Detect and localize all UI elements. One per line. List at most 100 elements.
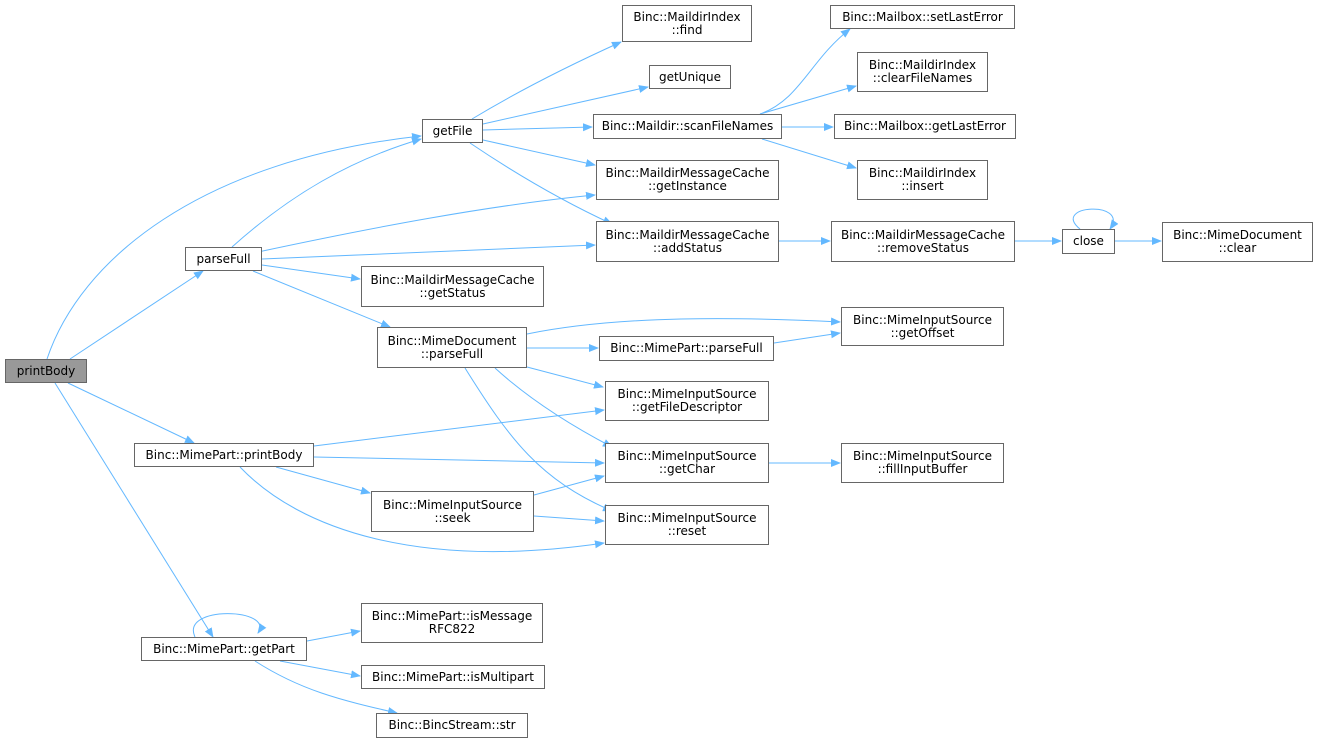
edge-mimePartPrintBody-getChar xyxy=(313,456,605,467)
node-label: Binc::Maildir::scanFileNames xyxy=(601,119,774,133)
node-getFile[interactable]: getFile xyxy=(422,119,483,143)
node-label: Binc::MimeDocument xyxy=(387,333,517,348)
node-label: Binc::MimeInputSource xyxy=(617,449,757,463)
edge-printBody-mimePartGetPart xyxy=(54,382,214,638)
node-label: ::fillInputBuffer xyxy=(877,462,968,476)
node-printBody[interactable]: printBody xyxy=(5,359,87,383)
node-cache-addstatus[interactable]: Binc::MaildirMessageCache ::addStatus xyxy=(596,221,779,262)
edge-close-close xyxy=(1072,208,1119,230)
edge-scanFileNames-insert xyxy=(761,138,857,170)
node-mimedocument-clear[interactable]: Binc::MimeDocument ::clear xyxy=(1162,222,1313,262)
node-mailbox-setlasterror[interactable]: Binc::Mailbox::setLastError xyxy=(830,5,1015,29)
node-label: getUnique xyxy=(658,69,722,84)
node-close[interactable]: close xyxy=(1062,229,1115,254)
node-label: Binc::MaildirIndex xyxy=(868,166,977,180)
node-mailbox-getlasterror[interactable]: Binc::Mailbox::getLastError xyxy=(834,114,1016,139)
node-label: Binc::Mailbox::setLastError xyxy=(842,9,1003,24)
node-label: Binc::MimePart::isMultipart xyxy=(372,669,534,684)
node-label: ::clearFileNames xyxy=(872,71,973,85)
edge-parseFull-cacheGetStatus xyxy=(261,264,361,282)
node-ismessage-rfc822[interactable]: Binc::MimePart::isMessage RFC822 xyxy=(361,603,543,643)
node-maildirindex-clearfilenames[interactable]: Binc::MaildirIndex ::clearFileNames xyxy=(857,52,988,92)
node-mimepart-getpart[interactable]: Binc::MimePart::getPart xyxy=(141,637,307,661)
edge-mimePartParseFull-getOffset xyxy=(773,330,841,344)
node-label: ::parseFull xyxy=(420,346,484,361)
edge-mimePartPrintBody-getFileDescriptor xyxy=(313,407,605,447)
edge-mimePartPrintBody-seek xyxy=(275,466,371,495)
node-label: Binc::MaildirMessageCache xyxy=(605,227,770,242)
edge-scanFileNames-setLastError xyxy=(759,28,851,115)
node-cache-removestatus[interactable]: Binc::MaildirMessageCache ::removeStatus xyxy=(831,221,1015,262)
node-ismultipart[interactable]: Binc::MimePart::isMultipart xyxy=(361,665,545,689)
node-label: ::seek xyxy=(434,510,471,525)
edge-getFile-getUnique xyxy=(482,85,649,125)
edge-getFile-indexFind xyxy=(471,41,622,120)
edge-mimeDocParseFull-getOffset xyxy=(526,317,841,335)
node-label: ::removeStatus xyxy=(877,240,969,255)
node-label: Binc::MaildirMessageCache xyxy=(370,272,535,287)
node-label: Binc::MimeInputSource xyxy=(383,497,522,512)
node-mimedocument-parsefull[interactable]: Binc::MimeDocument ::parseFull xyxy=(377,327,527,368)
node-scanfilenames[interactable]: Binc::Maildir::scanFileNames xyxy=(593,114,782,139)
node-label: ::addStatus xyxy=(653,240,722,255)
node-maildirindex-find[interactable]: Binc::MaildirIndex ::find xyxy=(622,5,752,42)
node-input-reset[interactable]: Binc::MimeInputSource ::reset xyxy=(605,505,769,545)
edge-parseFull-cacheGetInstance xyxy=(257,191,596,253)
edge-printBody-getFile xyxy=(46,132,422,360)
edge-parseFull-mimeDocParseFull xyxy=(252,270,391,328)
node-input-fillinputbuffer[interactable]: Binc::MimeInputSource ::fillInputBuffer xyxy=(841,443,1004,483)
node-label: getFile xyxy=(432,123,473,138)
node-label: Binc::MimeInputSource xyxy=(617,511,757,525)
node-input-getchar[interactable]: Binc::MimeInputSource ::getChar xyxy=(605,443,769,483)
node-input-seek[interactable]: Binc::MimeInputSource ::seek xyxy=(371,491,534,532)
node-label: ::reset xyxy=(667,524,707,538)
node-label: ::getStatus xyxy=(419,285,486,300)
node-label: ::getInstance xyxy=(648,179,727,193)
node-bincstream-str[interactable]: Binc::BincStream::str xyxy=(376,713,528,738)
node-label: ::find xyxy=(671,22,703,37)
node-label: ::getOffset xyxy=(890,325,955,340)
node-label: ::insert xyxy=(901,179,944,193)
edge-getPart-isMessageRFC822 xyxy=(306,628,361,642)
edge-getPart-getPart xyxy=(192,613,267,638)
node-cache-getstatus[interactable]: Binc::MaildirMessageCache ::getStatus xyxy=(361,266,544,307)
edge-printBody-parseFull xyxy=(69,270,204,360)
node-mimepart-printbody[interactable]: Binc::MimePart::printBody xyxy=(134,443,314,467)
edge-seek-getChar xyxy=(533,474,605,496)
node-label: Binc::MimeInputSource xyxy=(853,312,992,327)
node-label: Binc::MaildirIndex xyxy=(633,9,741,24)
node-label: close xyxy=(1073,234,1104,248)
node-parseFull[interactable]: parseFull xyxy=(185,247,262,271)
edge-getFile-cacheAddStatus xyxy=(469,142,613,225)
node-mimepart-parsefull[interactable]: Binc::MimePart::parseFull xyxy=(599,336,774,361)
edge-seek-reset xyxy=(533,515,605,525)
node-label: ::getFileDescriptor xyxy=(631,400,743,414)
node-getUnique[interactable]: getUnique xyxy=(649,65,731,89)
node-label: Binc::MimePart::getPart xyxy=(153,641,295,656)
edge-parseFull-cacheAddStatus xyxy=(261,241,596,260)
node-cache-getinstance[interactable]: Binc::MaildirMessageCache ::getInstance xyxy=(596,160,779,200)
node-label: Binc::MimePart::printBody xyxy=(145,447,303,462)
edge-mimeDocParseFull-getFileDescriptor xyxy=(526,366,604,389)
node-label: Binc::MaildirMessageCache xyxy=(605,166,770,180)
node-label: Binc::MimePart::parseFull xyxy=(610,341,763,355)
edge-getPart-bincStreamStr xyxy=(254,660,398,715)
node-input-getoffset[interactable]: Binc::MimeInputSource ::getOffset xyxy=(841,307,1004,346)
edge-getFile-scanFileNames xyxy=(482,123,593,132)
node-label: printBody xyxy=(16,363,76,378)
node-label: Binc::MimeInputSource xyxy=(617,387,757,401)
node-input-getfiledescriptor[interactable]: Binc::MimeInputSource ::getFileDescripto… xyxy=(605,381,769,421)
node-label: Binc::MaildirIndex xyxy=(868,58,977,72)
node-maildirindex-insert[interactable]: Binc::MaildirIndex ::insert xyxy=(857,160,988,200)
node-label: Binc::BincStream::str xyxy=(388,718,516,732)
node-label: ::clear xyxy=(1218,241,1257,255)
call-edges xyxy=(46,28,1162,715)
edge-mimeDocParseFull-getChar xyxy=(494,367,613,448)
node-label: RFC822 xyxy=(428,622,476,636)
node-label: Binc::MimeDocument xyxy=(1173,228,1302,242)
edge-mimeDocParseFull-reset xyxy=(464,367,613,512)
edge-scanFileNames-clearFileNames xyxy=(759,84,857,115)
node-label: Binc::Mailbox::getLastError xyxy=(844,119,1006,133)
edge-parseFull-getFile xyxy=(231,137,422,248)
